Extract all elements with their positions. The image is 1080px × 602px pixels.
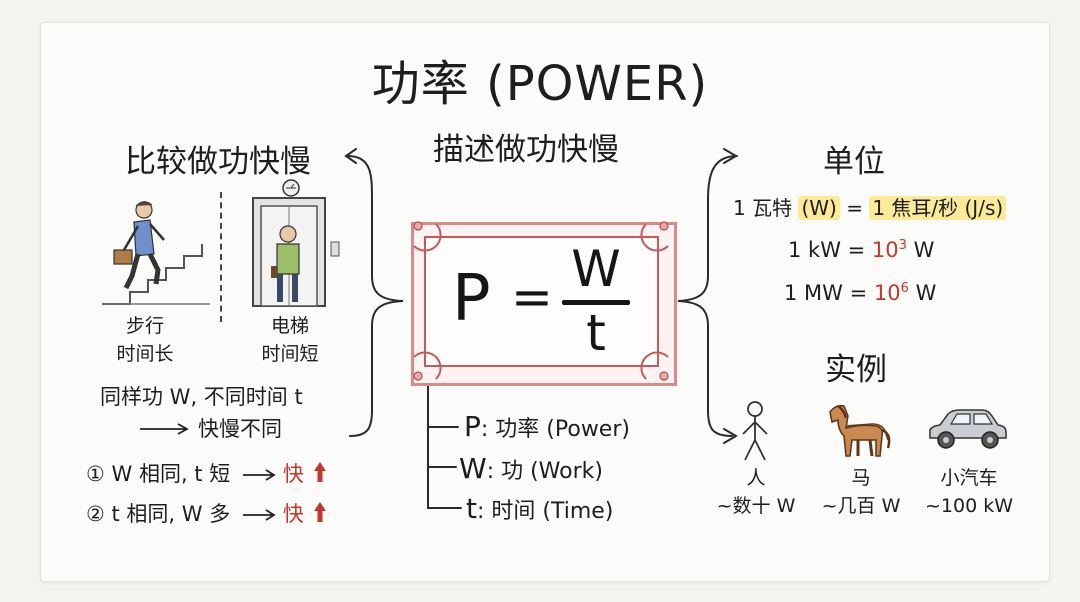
caption-line: 电梯 (270, 315, 309, 337)
kw-exp: 3 (898, 238, 907, 253)
rule-prefix: ① W 相同, t 短 (86, 462, 231, 486)
arrow-right-icon (242, 469, 276, 481)
formula-equals: = (511, 268, 553, 326)
legend-item-work: W: 功 (Work) (459, 452, 603, 485)
example-label: 人 (746, 467, 766, 489)
unit-definition: 1 瓦特 (W) = 1 焦耳/秒 (J/s) (733, 192, 1007, 221)
caption-line: 步行 (125, 315, 164, 337)
mw-exp: 6 (900, 281, 909, 296)
unit-watt-label: 1 瓦特 (733, 196, 793, 220)
page-title: 功率 (POWER) (371, 56, 709, 112)
left-heading: 比较做功快慢 (125, 144, 311, 180)
rule-2: ② t 相同, W 多 快 (86, 498, 327, 528)
caption-line: 时间长 (116, 343, 174, 365)
mw-base: 10 (873, 281, 901, 305)
unit-joule-per-second: 1 焦耳/秒 (J/s) (869, 196, 1007, 220)
arrow-right-icon (242, 509, 276, 521)
statement-line2-text: 快慢不同 (198, 417, 282, 441)
mw-lhs: 1 MW = (784, 281, 874, 305)
megawatt-line: 1 MW = 106 W (784, 281, 936, 305)
legend-symbol: t (466, 492, 477, 525)
up-arrow-icon (313, 462, 326, 482)
rule-result: 快 (282, 462, 304, 486)
car-icon (929, 409, 1007, 449)
legend-item-power: P: 功率 (Power) (464, 410, 630, 443)
legend-item-time: t: 时间 (Time) (466, 492, 613, 525)
unit-heading: 单位 (823, 144, 885, 180)
dashed-divider (220, 192, 222, 322)
caption-line: 时间短 (261, 343, 319, 365)
formula-numerator: W (571, 240, 621, 298)
arrow-right-icon (140, 423, 189, 435)
stairs-caption: 步行 时间长 (110, 312, 180, 368)
fraction-bar (562, 300, 630, 305)
legend-symbol: P (464, 410, 481, 443)
rule-result: 快 (282, 502, 304, 526)
stairs-walker-icon (102, 201, 210, 305)
mw-unit: W (908, 281, 937, 305)
kw-unit: W (906, 238, 935, 262)
example-value: ~数十 W (716, 495, 796, 517)
example-horse: 马 ~几百 W (815, 464, 907, 520)
example-label: 小汽车 (940, 467, 998, 489)
kw-base: 10 (871, 238, 899, 262)
example-value: ~100 kW (924, 495, 1013, 517)
example-label: 马 (851, 467, 871, 489)
example-value: ~几百 W (821, 495, 901, 517)
statement-line1: 同样功 W, 不同时间 t (100, 385, 303, 409)
center-heading: 描述做功快慢 (433, 132, 619, 168)
legend-text: : 功 (Work) (486, 459, 603, 484)
formula-lhs: P (452, 262, 491, 336)
rule-prefix: ② t 相同, W 多 (86, 502, 231, 526)
person-icon (742, 401, 768, 461)
unit-watt-symbol: (W) (798, 196, 840, 220)
legend-text: : 时间 (Time) (476, 499, 614, 524)
elevator-icon (252, 179, 340, 307)
examples-heading: 实例 (825, 352, 887, 388)
elevator-caption: 电梯 时间短 (250, 312, 330, 368)
kilowatt-line: 1 kW = 103 W (788, 238, 934, 262)
example-person: 人 ~数十 W (712, 464, 800, 520)
up-arrow-icon (313, 502, 326, 522)
formula-denominator: t (586, 304, 606, 362)
legend-text: : 功率 (Power) (480, 417, 630, 442)
rule-1: ① W 相同, t 短 快 (86, 458, 327, 488)
legend-symbol: W (459, 452, 487, 485)
example-car: 小汽车 ~100 kW (921, 464, 1017, 520)
kw-lhs: 1 kW = (788, 238, 872, 262)
horse-icon (829, 404, 891, 457)
statement-line2: 快慢不同 (140, 413, 282, 443)
